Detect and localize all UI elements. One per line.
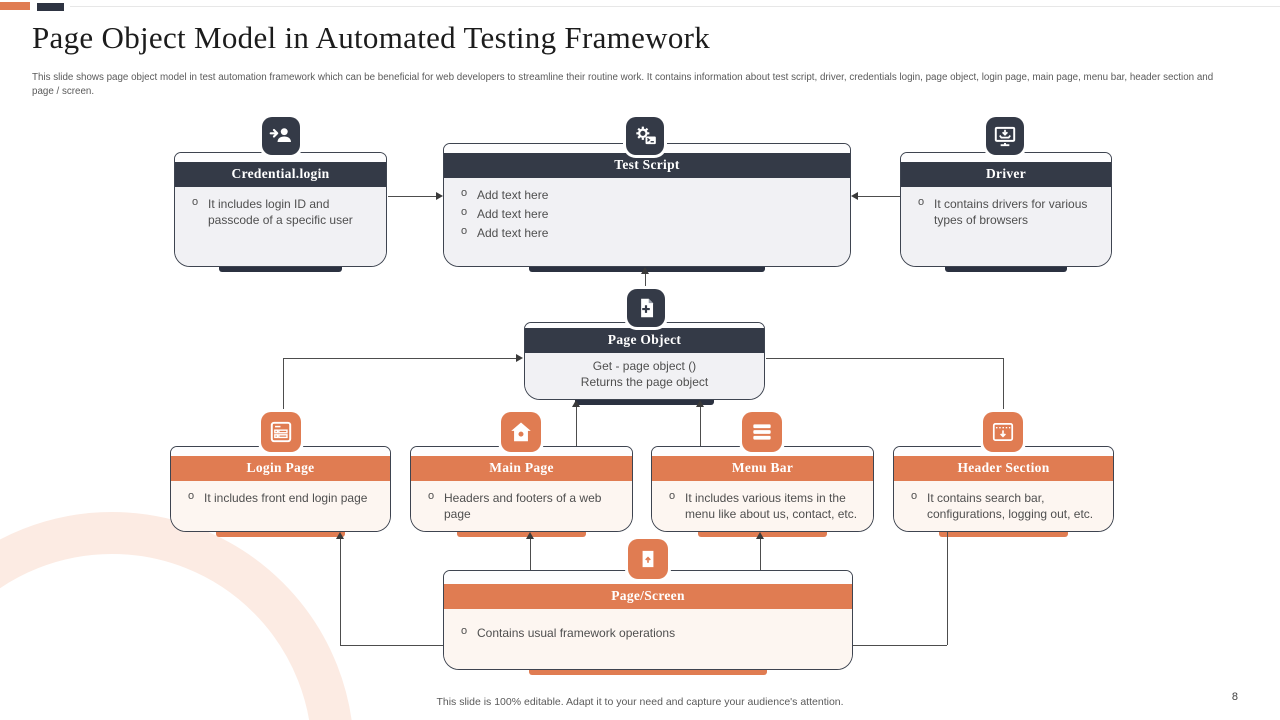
node-shadow bbox=[456, 530, 587, 537]
arrowhead-pageobject-to-testscript bbox=[641, 267, 649, 274]
arrowhead-pagescreen-to-menubar bbox=[756, 532, 764, 539]
connector-headersection-to-pagescreen-v bbox=[947, 532, 948, 645]
document-plus-icon bbox=[627, 289, 665, 327]
connector-loginpage-to-pageobject bbox=[283, 358, 516, 359]
home-icon bbox=[501, 412, 541, 452]
node-title: Page Object bbox=[525, 328, 764, 354]
connector-pagescreen-to-mainpage bbox=[530, 539, 531, 570]
accent-bar-orange bbox=[0, 2, 30, 10]
gear-terminal-icon bbox=[626, 117, 664, 155]
connector-pageobject-to-testscript bbox=[645, 274, 646, 290]
connector-pageobject-to-headersection-v bbox=[1003, 358, 1004, 413]
node-menu-bar: Menu Bar It includes various items in th… bbox=[651, 446, 874, 537]
connector-pagescreen-to-loginpage-v bbox=[340, 539, 341, 645]
footer-note: This slide is 100% editable. Adapt it to… bbox=[436, 696, 844, 708]
page-number: 8 bbox=[1231, 691, 1238, 703]
arrowhead-menubar-to-pageobject bbox=[696, 400, 704, 407]
node-top-strip bbox=[901, 153, 1111, 162]
node-title: Header Section bbox=[894, 456, 1113, 482]
bullet-item: It contains drivers for various types of… bbox=[917, 195, 1103, 228]
node-title: Credential.login bbox=[175, 162, 386, 188]
bullet-item: Add text here bbox=[460, 224, 842, 241]
node-page-screen: Page/Screen Contains usual framework ope… bbox=[443, 570, 853, 675]
node-title: Login Page bbox=[171, 456, 390, 482]
connector-headersection-to-pagescreen-h bbox=[853, 645, 947, 646]
node-credential-login: Credential.login It includes login ID an… bbox=[174, 152, 387, 272]
user-login-icon bbox=[262, 117, 300, 155]
node-text-line: Returns the page object bbox=[580, 375, 709, 390]
page-title: Page Object Model in Automated Testing F… bbox=[32, 20, 711, 55]
node-shadow bbox=[939, 530, 1068, 537]
bullet-item: Headers and footers of a web page bbox=[427, 489, 624, 522]
connector-loginpage-up bbox=[283, 358, 284, 414]
node-main-page: Main Page Headers and footers of a web p… bbox=[410, 446, 633, 537]
form-window-icon bbox=[261, 412, 301, 452]
connector-pageobject-to-headersection-h bbox=[766, 358, 1003, 359]
top-divider-line bbox=[70, 6, 1280, 7]
bullet-item: Contains usual framework operations bbox=[460, 624, 844, 641]
window-download-icon bbox=[983, 412, 1023, 452]
node-test-script: Test Script Add text here Add text here … bbox=[443, 143, 851, 272]
connector-pagescreen-to-menubar bbox=[760, 539, 761, 570]
bullet-item: It includes front end login page bbox=[187, 489, 382, 506]
node-title: Test Script bbox=[444, 153, 850, 179]
hamburger-menu-icon bbox=[742, 412, 782, 452]
bullet-item: It contains search bar, configurations, … bbox=[910, 489, 1105, 522]
node-shadow bbox=[574, 398, 715, 405]
node-text-line: Get - page object () bbox=[592, 359, 697, 374]
arrowhead-loginpage-to-pageobject bbox=[516, 354, 523, 362]
node-login-page: Login Page It includes front end login p… bbox=[170, 446, 391, 537]
slide-description: This slide shows page object model in te… bbox=[32, 72, 1214, 97]
arrowhead-credential-to-testscript bbox=[436, 192, 443, 200]
node-shadow bbox=[529, 668, 767, 675]
node-title: Page/Screen bbox=[444, 584, 852, 610]
node-title: Menu Bar bbox=[652, 456, 873, 482]
connector-mainpage-to-pageobject bbox=[576, 407, 577, 446]
node-title: Main Page bbox=[411, 456, 632, 482]
bullet-item: It includes various items in the menu li… bbox=[668, 489, 865, 522]
connector-menubar-to-pageobject bbox=[700, 407, 701, 446]
bullet-item: Add text here bbox=[460, 186, 842, 203]
node-driver: Driver It contains drivers for various t… bbox=[900, 152, 1112, 272]
accent-bar-dark bbox=[37, 3, 64, 11]
connector-pagescreen-to-loginpage-h bbox=[340, 645, 443, 646]
arrowhead-pagescreen-to-mainpage bbox=[526, 532, 534, 539]
arrowhead-driver-to-testscript bbox=[851, 192, 858, 200]
document-share-icon bbox=[628, 539, 668, 579]
bullet-item: It includes login ID and passcode of a s… bbox=[191, 195, 378, 228]
node-header-section: Header Section It contains search bar, c… bbox=[893, 446, 1114, 537]
node-top-strip bbox=[175, 153, 386, 162]
arrowhead-mainpage-to-pageobject bbox=[572, 400, 580, 407]
bullet-item: Add text here bbox=[460, 205, 842, 222]
monitor-download-icon bbox=[986, 117, 1024, 155]
decorative-ring bbox=[0, 512, 354, 720]
node-page-object: Page Object Get - page object () Returns… bbox=[524, 322, 765, 405]
node-shadow bbox=[216, 530, 345, 537]
arrowhead-pagescreen-to-loginpage bbox=[336, 532, 344, 539]
node-shadow bbox=[944, 265, 1068, 272]
connector-driver-to-testscript bbox=[858, 196, 900, 197]
node-shadow bbox=[218, 265, 343, 272]
node-title: Driver bbox=[901, 162, 1111, 188]
connector-credential-to-testscript bbox=[388, 196, 436, 197]
